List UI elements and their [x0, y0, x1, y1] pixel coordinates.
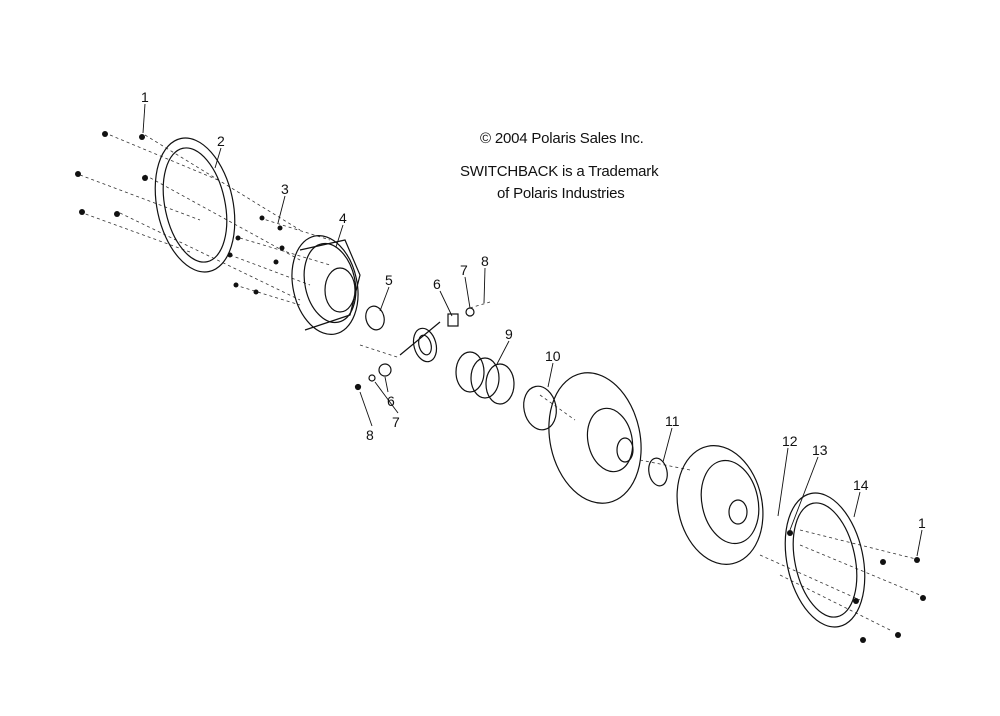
callout-1-top: 1 — [141, 89, 149, 105]
callout-3: 3 — [281, 181, 289, 197]
callout-6-lower: 6 — [387, 393, 395, 409]
moveable-sheave — [676, 445, 764, 565]
gasket-ring-2 — [154, 137, 236, 273]
callout-12: 12 — [782, 433, 798, 449]
callout-2: 2 — [217, 133, 225, 149]
callout-14: 14 — [853, 477, 869, 493]
callout-4: 4 — [339, 210, 347, 226]
callout-10: 10 — [545, 348, 561, 364]
callout-7-upper: 7 — [460, 262, 468, 278]
bolt-heads-left — [75, 131, 148, 217]
callout-8-upper: 8 — [481, 253, 489, 269]
callout-1-bottom: 1 — [918, 515, 926, 531]
trademark-line-1: SWITCHBACK is a Trademark — [460, 163, 659, 180]
screws-3 — [227, 215, 285, 295]
cover-housing-4 — [291, 235, 361, 335]
washer-11 — [648, 457, 668, 487]
spacer-ring-10 — [523, 385, 557, 431]
sheave-disc — [548, 372, 642, 504]
gasket-ring-14 — [784, 492, 866, 628]
callout-6-upper: 6 — [433, 276, 441, 292]
trademark-line-2: of Polaris Industries — [497, 185, 625, 202]
seal-ring-5 — [365, 305, 385, 331]
callout-5: 5 — [385, 272, 393, 288]
spring-9 — [455, 351, 515, 405]
callout-8-lower: 8 — [366, 427, 374, 443]
callout-numbers: 1 2 3 4 5 6 7 8 9 10 6 7 8 11 12 13 14 1 — [141, 89, 926, 531]
callout-13: 13 — [812, 442, 828, 458]
callout-7-lower: 7 — [392, 414, 400, 430]
copyright-note: © 2004 Polaris Sales Inc. — [480, 130, 644, 147]
callout-leaders — [142, 103, 923, 557]
callout-9: 9 — [505, 326, 513, 342]
callout-11: 11 — [665, 413, 680, 429]
bolt-heads-right — [787, 530, 926, 643]
